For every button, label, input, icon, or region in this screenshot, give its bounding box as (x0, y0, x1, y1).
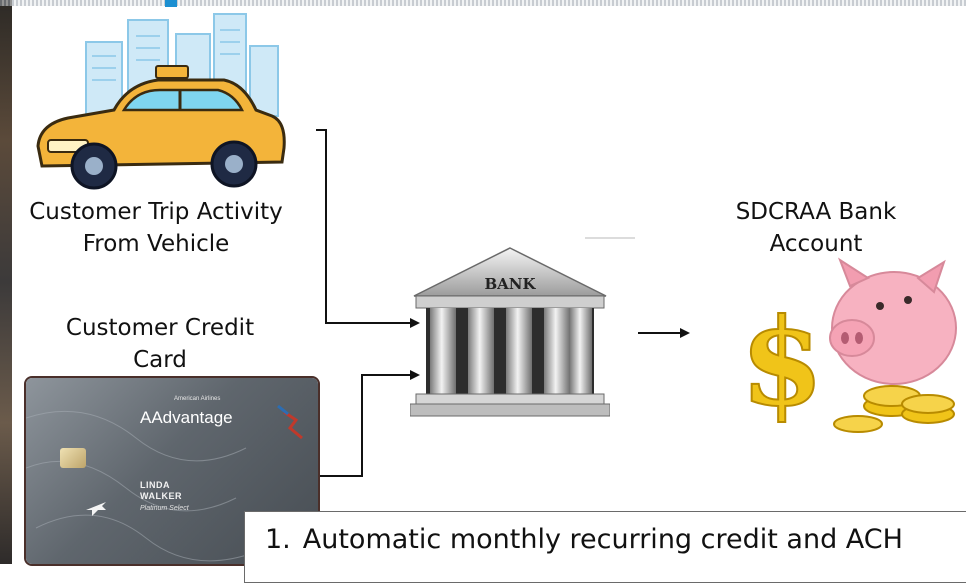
card-issuer: American Airlines (174, 396, 221, 402)
note-callout: 1. Automatic monthly recurring credit and… (244, 511, 966, 583)
card-label-line2: Card (133, 347, 187, 373)
card-to-bank-line (318, 370, 420, 477)
card-tier: Platinum Select (140, 505, 189, 512)
top-accent (165, 0, 177, 7)
vehicle-label-line2: From Vehicle (82, 231, 230, 257)
left-photo-strip (0, 0, 12, 564)
vehicle-label-line1: Customer Trip Activity (29, 199, 283, 225)
taxi-icon (36, 13, 286, 190)
card-brand: AAdvantage (140, 408, 233, 427)
card-label-line1: Customer Credit (65, 315, 255, 341)
plane-icon (86, 502, 106, 516)
destination-label: SDCRAA Bank Account (716, 196, 916, 260)
note-text: Automatic monthly recurring credit and A… (302, 524, 903, 555)
svg-text:$: $ (740, 292, 824, 433)
card-holder-last: WALKER (140, 491, 182, 501)
piggy-bank-icon: $ (739, 257, 957, 434)
destination-label-line1: SDCRAA Bank (735, 199, 897, 225)
card-texture (26, 404, 303, 562)
top-border (0, 0, 966, 6)
bank-icon: BANK (410, 247, 610, 417)
card-holder-first: LINDA (140, 480, 170, 490)
vehicle-to-bank-line (316, 129, 420, 328)
vehicle-label: Customer Trip Activity From Vehicle (6, 196, 306, 260)
bank-sign: BANK (484, 275, 536, 293)
destination-label-line2: Account (769, 231, 863, 257)
card-label: Customer Credit Card (30, 312, 290, 376)
note-item: 1. Automatic monthly recurring credit and… (265, 524, 903, 555)
note-number: 1. (265, 524, 291, 555)
flow-connectors (316, 129, 690, 477)
card-chip (60, 448, 86, 468)
